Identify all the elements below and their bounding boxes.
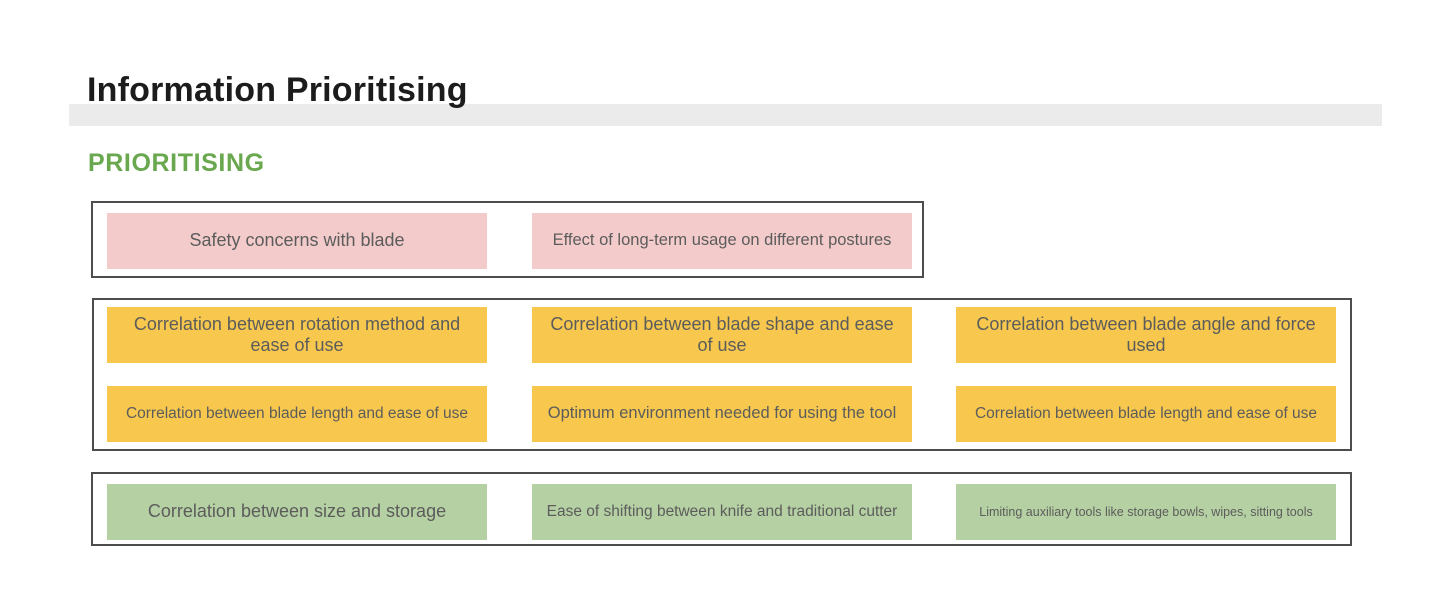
priority-card[interactable]: Effect of long-term usage on different p… xyxy=(532,213,912,269)
title-highlight-bar xyxy=(69,104,1382,126)
priority-card[interactable]: Optimum environment needed for using the… xyxy=(532,386,912,442)
priority-card[interactable]: Correlation between blade shape and ease… xyxy=(532,307,912,363)
priority-card[interactable]: Safety concerns with blade xyxy=(107,213,487,269)
priority-card[interactable]: Correlation between size and storage xyxy=(107,484,487,540)
section-heading: PRIORITISING xyxy=(88,149,265,177)
priority-card[interactable]: Ease of shifting between knife and tradi… xyxy=(532,484,912,540)
page-title: Information Prioritising xyxy=(87,71,468,109)
priority-card[interactable]: Limiting auxiliary tools like storage bo… xyxy=(956,484,1336,540)
priority-group-3: Correlation between size and storage Eas… xyxy=(91,472,1352,546)
priority-card[interactable]: Correlation between blade length and eas… xyxy=(956,386,1336,442)
priority-group-1: Safety concerns with blade Effect of lon… xyxy=(91,201,924,278)
priority-card[interactable]: Correlation between rotation method and … xyxy=(107,307,487,363)
priority-card[interactable]: Correlation between blade length and eas… xyxy=(107,386,487,442)
priority-card[interactable]: Correlation between blade angle and forc… xyxy=(956,307,1336,363)
priority-group-2: Correlation between rotation method and … xyxy=(92,298,1352,451)
